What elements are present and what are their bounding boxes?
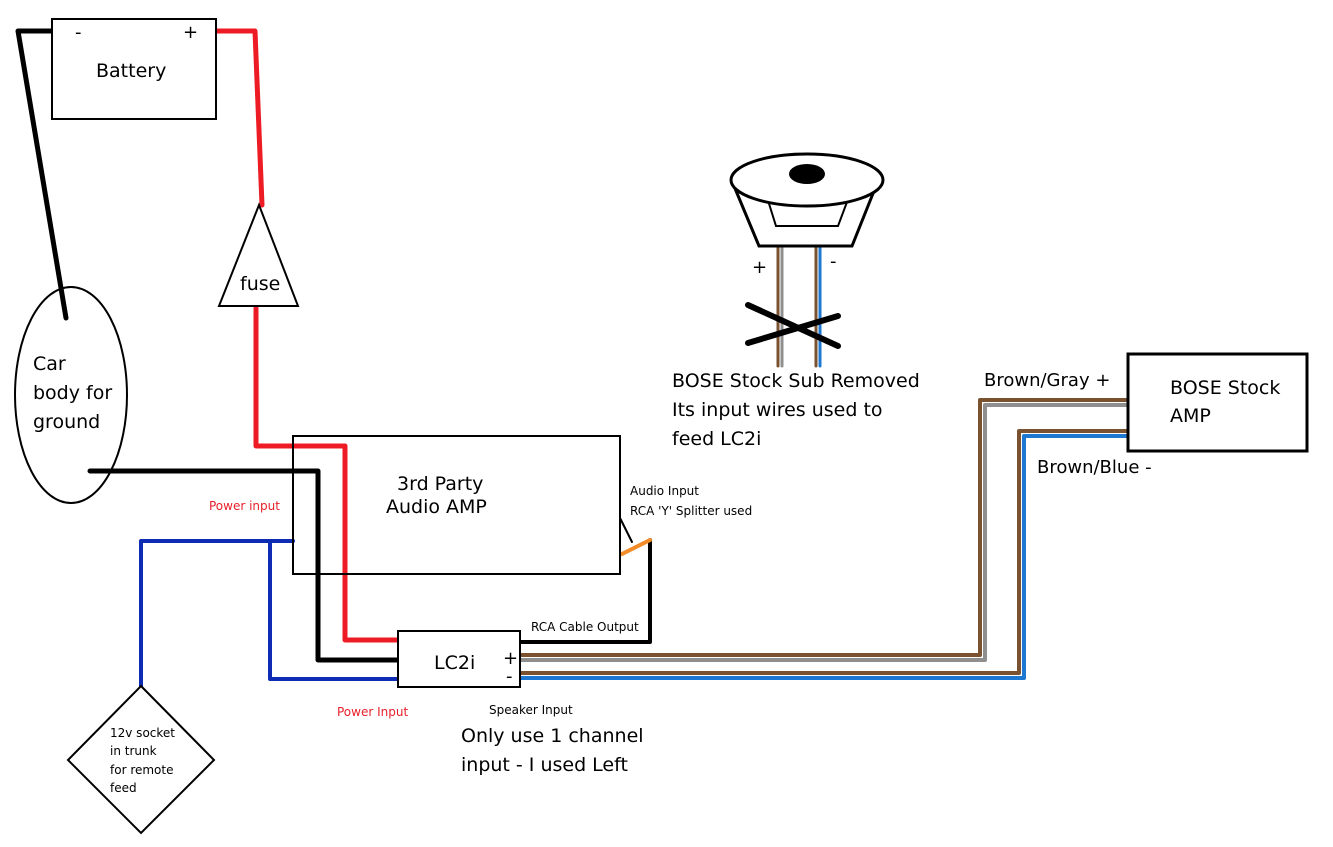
lc2i-rca-output-label: RCA Cable Output [531, 620, 639, 634]
lc2i-note-line-1: Only use 1 channel [461, 725, 644, 747]
bose-amp-line-2: AMP [1170, 405, 1211, 427]
wires [15, 28, 1129, 688]
car-body-ellipse [14, 286, 128, 504]
lc2i-plus: + [503, 648, 518, 669]
rca-splitter-black [619, 517, 633, 543]
lc2i-note-line-2: input - I used Left [461, 754, 628, 776]
socket-line-1: 12v socket [110, 726, 175, 740]
speaker-cone-inner [765, 193, 851, 227]
amp-line-2: Audio AMP [386, 496, 487, 518]
brown-blue-wire-blue [518, 434, 1129, 680]
sub-line-2: Its input wires used to [672, 399, 883, 421]
lc2i: LC2i + - RCA Cable Output Power Input Sp… [337, 620, 644, 776]
cut-mark-1 [745, 302, 841, 349]
battery-plus: + [183, 22, 198, 43]
fuse-to-amp-wire [253, 305, 401, 643]
lc2i-label: LC2i [434, 652, 475, 674]
fuse-label: fuse [240, 273, 280, 295]
ground-wire [15, 28, 69, 321]
third-party-amp-box [292, 435, 621, 575]
rca-cable-wire [518, 538, 652, 644]
sub-minus: - [830, 251, 837, 272]
lc2i-minus: - [506, 666, 513, 687]
socket-line-2: in trunk [110, 744, 157, 758]
lc2i-power-input-label: Power Input [337, 705, 408, 719]
chassis-ground-wire [87, 468, 401, 663]
battery-label: Battery [96, 60, 166, 82]
brown-gray-wire-gray [518, 403, 1129, 662]
remote-feed-wire [139, 539, 295, 688]
battery: - + Battery [51, 18, 217, 120]
ground-line-1: Car [33, 353, 66, 375]
rca-splitter-orange [620, 538, 652, 556]
third-party-amp: 3rd Party Audio AMP Power input Audio In… [209, 435, 752, 575]
bose-amp-box [1126, 352, 1309, 453]
brown-blue-wire-brown [518, 429, 1129, 675]
socket-line-3: for remote [110, 763, 174, 777]
lc2i-box [397, 630, 521, 688]
battery-box [51, 18, 217, 120]
remote-feed-to-lc2i-wire [268, 539, 400, 681]
socket-diamond [66, 684, 216, 835]
car-body-ground: Car body for ground [14, 286, 128, 504]
ground-line-2: body for [33, 382, 112, 404]
sub-line-3: feed LC2i [672, 428, 761, 450]
battery-to-fuse-wire [203, 28, 265, 208]
fuse: fuse [217, 202, 300, 307]
speaker-dust-cap [789, 164, 825, 184]
amp-audio-input-label: Audio Input [630, 484, 699, 498]
fuse-triangle [217, 202, 300, 307]
amp-power-input-label: Power input [209, 499, 280, 513]
twelve-volt-socket: 12v socket in trunk for remote feed [66, 684, 216, 835]
brown-gray-wire-brown [518, 398, 1129, 657]
bose-stock-amp: BOSE Stock AMP Brown/Gray + Brown/Blue - [984, 352, 1309, 478]
socket-line-4: feed [110, 781, 137, 795]
lc2i-speaker-input-label: Speaker Input [489, 703, 573, 717]
ground-line-3: ground [33, 411, 100, 433]
amp-audio-splitter-label: RCA 'Y' Splitter used [630, 504, 752, 518]
sub-line-1: BOSE Stock Sub Removed [672, 370, 920, 392]
amp-line-1: 3rd Party [397, 473, 483, 495]
bose-amp-line-1: BOSE Stock [1170, 377, 1280, 399]
speaker-cone [732, 185, 878, 248]
sub-plus: + [752, 257, 767, 278]
brown-blue-label: Brown/Blue - [1037, 457, 1152, 478]
brown-gray-label: Brown/Gray + [984, 370, 1110, 391]
bose-subwoofer: + - BOSE Stock Sub Removed Its input wir… [672, 152, 920, 450]
battery-minus: - [75, 22, 82, 43]
cut-mark-2 [745, 313, 841, 346]
